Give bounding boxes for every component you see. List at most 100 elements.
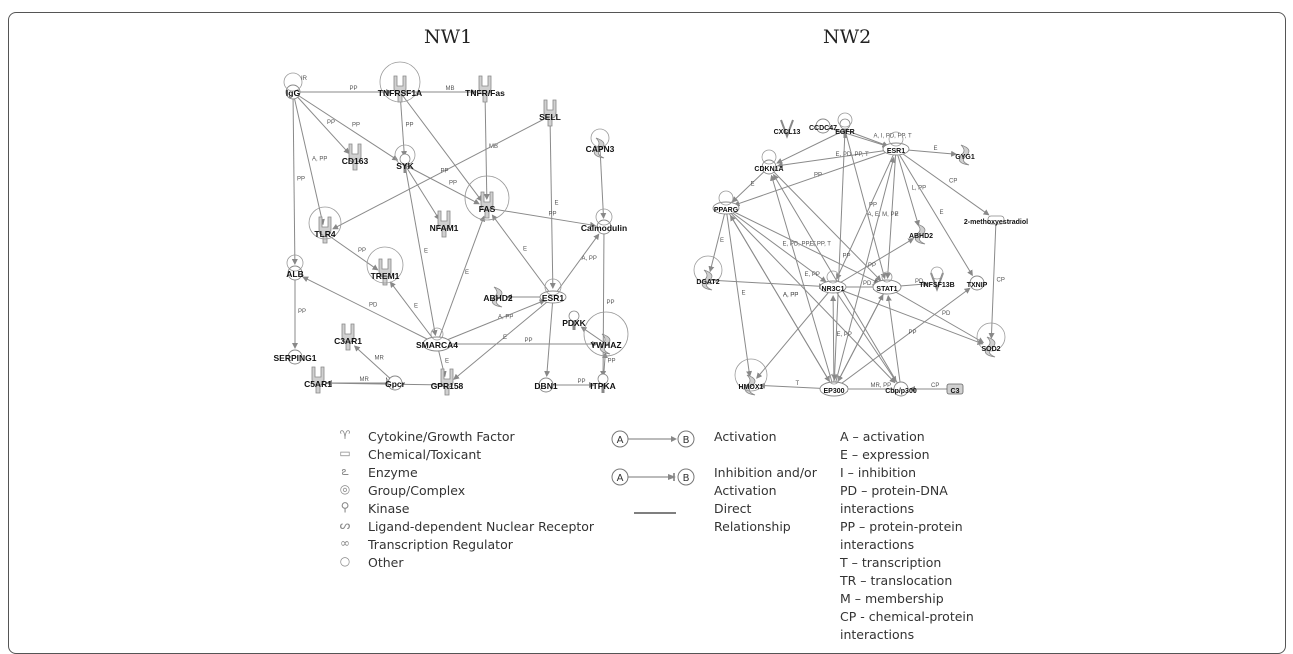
nw1-node-c3ar1[interactable]: C3AR1	[334, 323, 362, 351]
nw2-node-stat1[interactable]: STAT1	[872, 271, 902, 295]
legend-code-line: T – transcription	[840, 555, 942, 570]
legend-code-line: PD – protein-DNA	[840, 483, 948, 498]
nw1-edge: A, PP	[436, 299, 546, 345]
nw2-node-nr3c1[interactable]: NR3C1	[819, 270, 847, 294]
nw2-edge-label: E	[742, 291, 746, 297]
nw1-edge	[404, 164, 440, 221]
nw1-node-itpka[interactable]: ITPKA	[590, 373, 616, 393]
nw1-node-dbn1[interactable]: DBN1	[534, 377, 558, 393]
nw1-node-calmodulin[interactable]: Calmodulin	[581, 208, 627, 235]
nw2-node-txnip[interactable]: TXNIP	[967, 275, 988, 291]
nw2-node-egfr[interactable]: EGFR	[835, 112, 855, 138]
nw1-node-abhd2[interactable]: ABHD2	[483, 286, 513, 308]
nw1-edge: E	[404, 164, 438, 337]
nw2-node-cbp[interactable]: Cbp/p300	[885, 381, 917, 397]
nw1-node-smarca4[interactable]: SMARCA4	[416, 327, 458, 352]
nw2-edge: E	[895, 148, 973, 277]
nw2-node-label: TXNIP	[967, 282, 988, 289]
nw1-node-ywhaz[interactable]: YWHAZ	[583, 311, 629, 357]
nw1-node-cd163[interactable]: CD163	[342, 143, 369, 171]
legend-code-line: TR – translocation	[840, 573, 953, 588]
nw2-node-pparg[interactable]: PPARG	[712, 190, 740, 215]
nw1-edge-label: A, PP	[498, 315, 513, 321]
nw1-node-sublabel: IR	[301, 76, 308, 82]
nw2-node-gyg1[interactable]: GYG1	[955, 144, 975, 166]
nw2-node-ep300[interactable]: EP300	[819, 373, 849, 397]
nw1-node-tnfrfas[interactable]: TNFR/Fas	[465, 75, 505, 103]
nw2-edge-label: E, PD, PP, T	[783, 242, 816, 248]
nw1-edge	[544, 296, 554, 378]
nw2-edge-label: CP	[949, 179, 957, 185]
nw1-edge-label: MB	[489, 144, 498, 150]
nw1-node-esr1[interactable]: ESR1	[539, 278, 567, 304]
nw2-node-sod2[interactable]: SOD2	[976, 322, 1006, 358]
nw1-edge: PP	[324, 232, 379, 271]
nw2-node-esr1b[interactable]: ESR1	[882, 131, 910, 156]
nw1-node-alb[interactable]: ALB	[286, 254, 304, 281]
legend-code-line: interactions	[840, 501, 915, 516]
nw1-node-label: ABHD2	[483, 293, 513, 303]
nw2-node-methox[interactable]: 2-methoxyestradiol	[964, 215, 1028, 226]
nw2-edge: PP	[733, 148, 897, 207]
nw1-node-gpcr[interactable]: Gpcr	[385, 375, 406, 391]
legend-direct-label-2: Relationship	[714, 519, 791, 534]
legend-relations: Activation Inhibition and/or Activation …	[714, 428, 817, 536]
legend-code-line: A – activation	[840, 429, 925, 444]
nw2-edge: L, PP	[895, 148, 926, 227]
nw1-node-tlr4[interactable]: TLR4	[308, 206, 342, 244]
nw2-edge	[707, 279, 826, 290]
nw1-node-fas[interactable]: FAS	[464, 175, 510, 221]
nw2-edge: A, PP	[730, 214, 835, 390]
legend-a-node-2: A	[617, 473, 624, 484]
nw2-edge	[725, 207, 896, 384]
nw1-edge-label: MR	[360, 377, 370, 383]
nw1-node-serping1[interactable]: SERPING1	[274, 349, 317, 365]
legend-code-line: CP - chemical-protein	[840, 609, 974, 624]
nw2-node-cdkn1a[interactable]: CDKN1A	[754, 149, 784, 175]
nw1-node-sell[interactable]: SELL	[539, 99, 561, 127]
nw2-edge: CP	[988, 219, 1005, 340]
nw1-node-tnfrsf1a[interactable]: TNFRSF1A	[378, 61, 422, 103]
nw1-node-trem1[interactable]: TREM1	[366, 246, 404, 286]
nw2-node-hmox1[interactable]: HMOX1	[734, 358, 768, 396]
kinase-icon: ⚲	[340, 500, 350, 514]
nw1-edge	[599, 147, 607, 220]
nw1-node-pdxk[interactable]: PDXK	[562, 310, 587, 330]
nw1-node-nfam1[interactable]: NFAM1	[430, 210, 459, 238]
nw1-node-capn3[interactable]: CAPN3	[586, 128, 615, 159]
nw1-edge-label: E	[445, 359, 449, 365]
nw2-node-cxcl13[interactable]: CXCL13	[774, 119, 801, 139]
nw1-edge-label: PP	[406, 123, 414, 129]
nw2-edge	[885, 294, 902, 390]
nw2-node-dgat2[interactable]: DGAT2	[693, 255, 723, 291]
nw1-node-label: TNFRSF1A	[378, 88, 422, 98]
nw2-edge: E, PD, PP, T	[776, 148, 897, 169]
nw2-node-c3[interactable]: C3	[946, 383, 964, 395]
nw1-node-label: NFAM1	[430, 223, 459, 233]
nw1-edge: PP	[332, 115, 551, 230]
nw1-node-label: C5AR1	[304, 379, 332, 389]
nw2-edge-label: PD	[942, 311, 951, 317]
legend-arrow-activation: A B	[611, 430, 695, 448]
nw2-node-ccdc47[interactable]: CCDC47	[809, 118, 837, 134]
nw1-edge-label: PP	[352, 123, 360, 129]
nw1-edge-label: PP	[608, 359, 616, 365]
nw1-node-gpr158[interactable]: GPR158	[431, 368, 464, 396]
nw1-edge: PP	[404, 164, 480, 205]
legend-code-line: E – expression	[840, 447, 930, 462]
nw1-node-syk[interactable]: SYK	[394, 144, 416, 173]
nw2-node-abhd2b[interactable]: ABHD2	[909, 223, 933, 245]
nw2-edge: E, PD, PP, T	[725, 207, 827, 283]
nw1-node-c5ar1[interactable]: C5AR1	[304, 366, 332, 394]
legend-shape-label: Ligand-dependent Nuclear Receptor	[368, 519, 595, 534]
nw2-edge: PD	[886, 286, 985, 344]
nw2-node-label: STAT1	[876, 286, 897, 293]
nw2-edge: E, PP	[830, 294, 852, 390]
nw2-edge	[832, 286, 897, 383]
nw1-edge-label: E	[523, 247, 527, 253]
legend-b-node: B	[683, 435, 690, 446]
nw2-node-tnfsf13b[interactable]: TNFSF13B	[919, 266, 955, 292]
transcription-icon: ∞	[340, 536, 350, 550]
